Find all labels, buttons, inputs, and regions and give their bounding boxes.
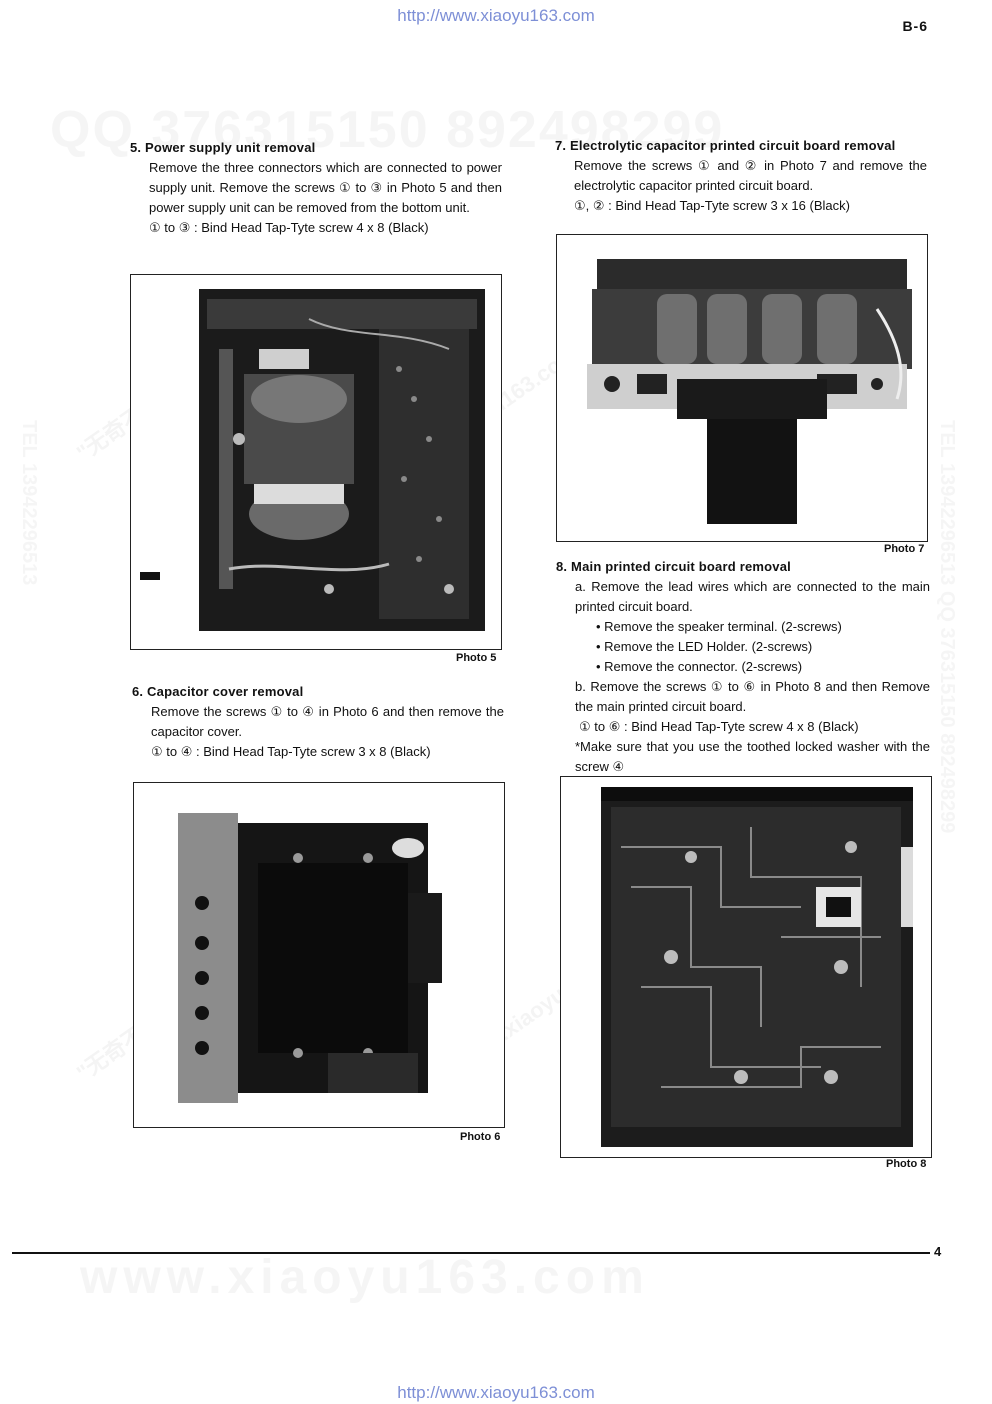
section-power-supply-removal: 5. Power supply unit removal Remove the … — [130, 138, 502, 238]
photo-5-frame — [130, 274, 502, 650]
section-title: 8. Main printed circuit board removal — [556, 559, 791, 574]
margin-mark — [140, 572, 160, 580]
step-a: a. Remove the lead wires which are conne… — [575, 579, 930, 614]
section-main-pcb-removal: 8. Main printed circuit board removal a.… — [556, 557, 930, 777]
photo-5-caption: Photo 5 — [456, 652, 497, 664]
footer-url[interactable]: http://www.xiaoyu163.com — [397, 1383, 595, 1402]
screw-note: ① to ④ : Bind Head Tap-Tyte screw 3 x 8 … — [151, 744, 431, 759]
photo-8-caption: Photo 8 — [886, 1158, 927, 1170]
section-body: Remove the three connectors which are co… — [149, 160, 502, 215]
list-item: • Remove the speaker terminal. (2-screws… — [596, 619, 842, 634]
photo-7-frame — [556, 234, 928, 542]
step-b: b. Remove the screws ① to ⑥ in Photo 8 a… — [575, 679, 930, 714]
section-title: 7. Electrolytic capacitor printed circui… — [555, 138, 896, 153]
section-body: Remove the screws ① to ④ in Photo 6 and … — [151, 704, 504, 739]
photo-6-frame — [133, 782, 505, 1128]
page-number: 4 — [934, 1244, 942, 1259]
watermark-side-right: TEL 13942296513 QQ 376315150 892498299 — [936, 420, 958, 834]
section-title: 6. Capacitor cover removal — [132, 684, 304, 699]
list-item: • Remove the LED Holder. (2-screws) — [596, 639, 813, 654]
section-body: Remove the screws ① and ② in Photo 7 and… — [574, 158, 927, 193]
bullet-list: • Remove the speaker terminal. (2-screws… — [556, 617, 930, 677]
header-url[interactable]: http://www.xiaoyu163.com — [397, 6, 595, 25]
warning-note: *Make sure that you use the toothed lock… — [575, 739, 930, 774]
photo-7-image — [577, 249, 917, 529]
page-code: B-6 — [902, 18, 928, 34]
photo-8-image — [601, 787, 913, 1147]
screw-note: ①, ② : Bind Head Tap-Tyte screw 3 x 16 (… — [574, 198, 850, 213]
watermark-www: www.xiaoyu163.com — [80, 1251, 650, 1304]
section-capacitor-cover-removal: 6. Capacitor cover removal Remove the sc… — [132, 682, 504, 762]
footer-rule — [12, 1252, 930, 1254]
section-title: 5. Power supply unit removal — [130, 140, 316, 155]
screw-note: ① to ⑥ : Bind Head Tap-Tyte screw 4 x 8 … — [579, 719, 859, 734]
photo-5-image — [199, 289, 485, 631]
watermark-side-left: TEL 13942296513 — [18, 420, 40, 586]
list-item: • Remove the connector. (2-screws) — [596, 659, 803, 674]
photo-6-caption: Photo 6 — [460, 1131, 501, 1143]
screw-note: ① to ③ : Bind Head Tap-Tyte screw 4 x 8 … — [149, 220, 429, 235]
photo-8-frame — [560, 776, 932, 1158]
section-electrolytic-capacitor-pcb-removal: 7. Electrolytic capacitor printed circui… — [555, 136, 927, 216]
photo-7-caption: Photo 7 — [884, 543, 925, 555]
photo-6-image — [178, 813, 446, 1103]
